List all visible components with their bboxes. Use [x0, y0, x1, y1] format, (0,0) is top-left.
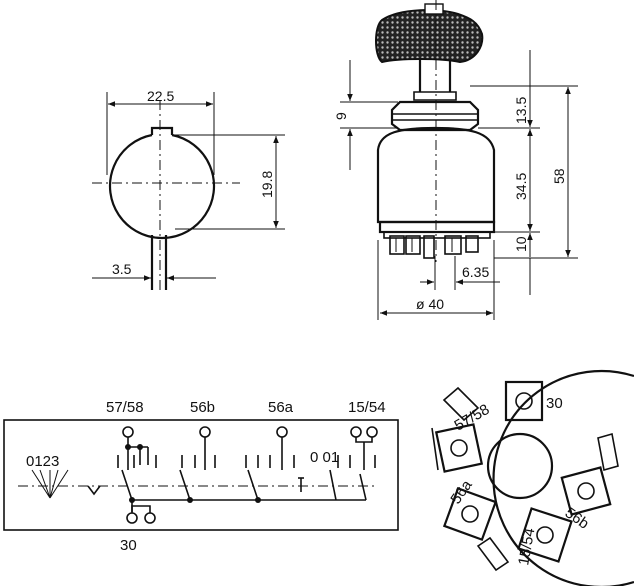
schematic-frame [3, 419, 399, 531]
dim-top-height-label: 13.5 [513, 97, 529, 124]
dim-tab-label: 3.5 [112, 261, 132, 277]
terminal-circle-57-58 [122, 426, 134, 438]
dim-total-height-label: 58 [551, 168, 567, 184]
side-terminals [389, 235, 479, 259]
nut [390, 100, 480, 132]
face-terminal-56a [442, 486, 498, 542]
dim-base-height-label: 10 [513, 236, 529, 252]
terminal-circle-15 [350, 426, 362, 438]
face-terminal-30 [504, 380, 544, 422]
contact-stubs [117, 455, 376, 468]
key-grip [375, 9, 484, 64]
face-label-56b: 56b [562, 504, 592, 532]
wiring-schematic: 57/58 56b 56a 15/54 30 0123 0 01 [3, 399, 399, 554]
top-view-outline [108, 133, 216, 240]
dim-terminal-label: 6.35 [462, 264, 489, 280]
terminal-label-15-54: 15/54 [348, 399, 386, 416]
dim-width-label: 22.5 [147, 88, 174, 104]
face-label-56a: 56a [447, 477, 476, 508]
terminal-label-56a: 56a [268, 399, 294, 416]
dim-diameter-label: ø 40 [416, 296, 444, 312]
face-center-hole [486, 432, 554, 500]
terminal-circle-54 [366, 426, 378, 438]
terminal-label-56b: 56b [190, 399, 215, 416]
terminal-label-57-58: 57/58 [106, 399, 144, 416]
dim-lever-label: 9 [333, 112, 349, 120]
positions-label: 0123 [26, 453, 59, 470]
face-label-15-54: 15/54 [515, 527, 538, 567]
dim-body-height-label: 34.5 [513, 173, 529, 200]
face-label-30: 30 [546, 395, 563, 412]
terminal-circle-56a [276, 426, 288, 438]
terminal-face: 30 57/58 56a 15/54 56b [431, 369, 634, 586]
face-terminal-56b [560, 466, 612, 516]
face-terminal-57-58 [434, 423, 484, 473]
face-terminal-15-54 [517, 507, 573, 563]
dim-height-label: 19.8 [259, 171, 275, 198]
face-label-57-58: 57/58 [452, 401, 493, 434]
side-view: ø 40 6.35 9 13.5 34.5 10 58 [333, 0, 578, 320]
top-view: 22.5 19.8 3.5 [92, 88, 285, 290]
terminal-label-30: 30 [120, 537, 137, 554]
face-outline [492, 369, 634, 586]
positions-right-label: 0 01 [310, 449, 339, 466]
switch-body [376, 126, 496, 224]
terminal-circle-56b [199, 426, 211, 438]
